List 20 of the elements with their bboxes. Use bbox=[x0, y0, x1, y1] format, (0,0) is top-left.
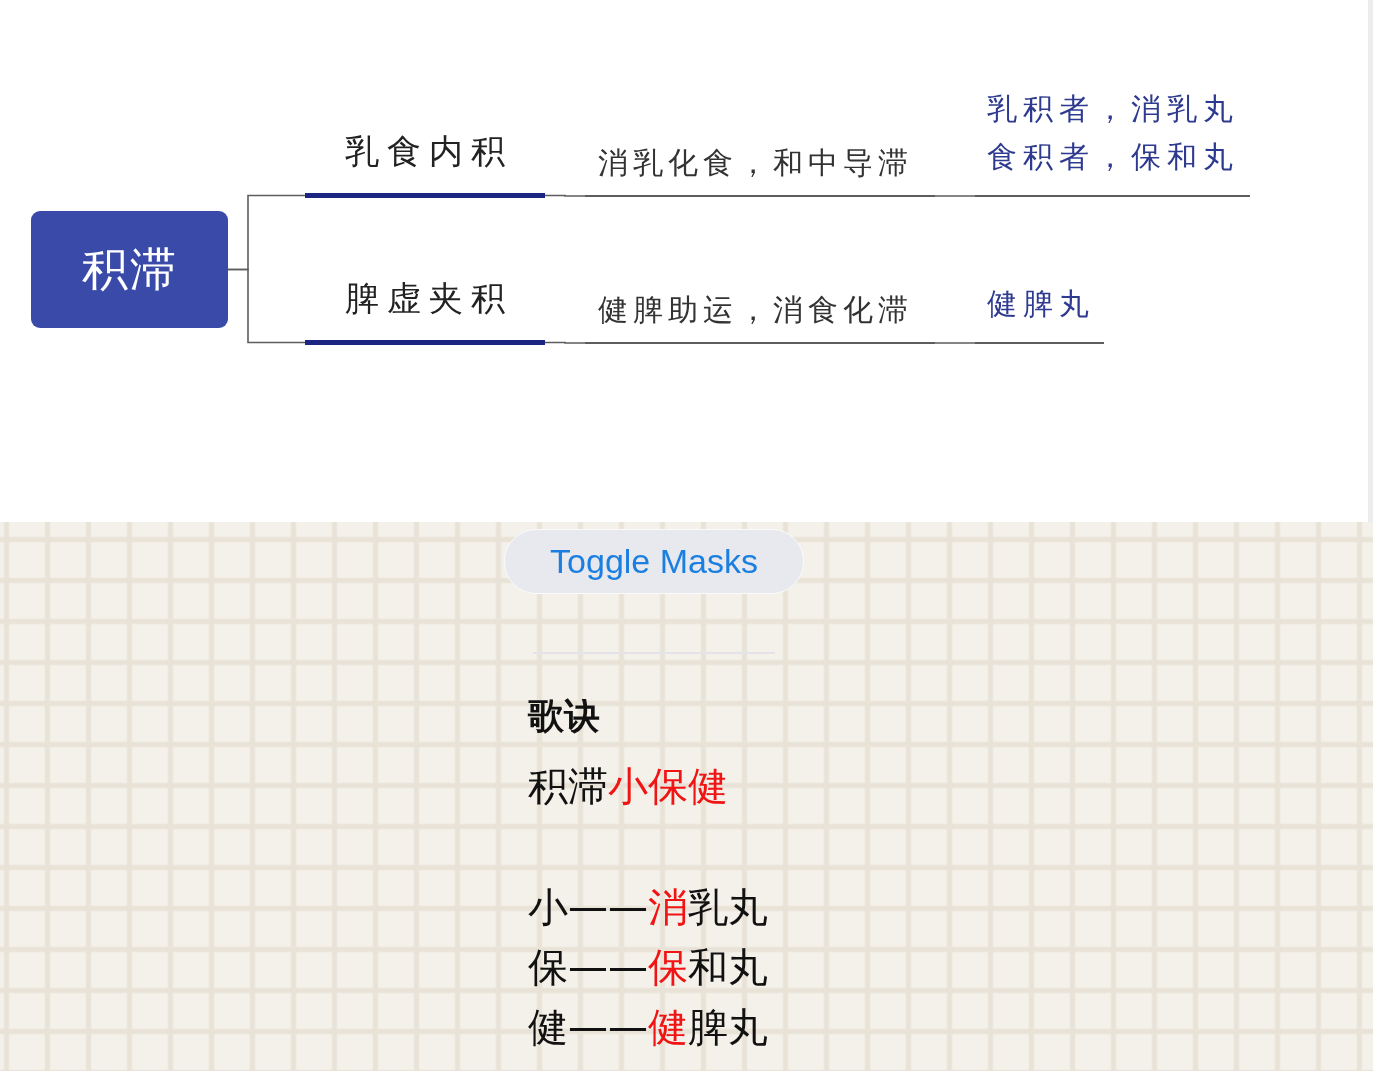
topic-text: 脾虚夹积 bbox=[345, 278, 513, 318]
connector-line bbox=[227, 268, 306, 344]
topic-text: 健脾丸 bbox=[987, 285, 1095, 323]
mnemonic-line: 保——保和丸 bbox=[528, 943, 768, 991]
topic-text: 乳食内积 bbox=[345, 131, 513, 171]
topic-text: 食积者，保和丸 bbox=[987, 138, 1239, 176]
root-topic-box bbox=[31, 211, 228, 328]
toggle-button: Toggle Masks bbox=[504, 529, 804, 594]
section-heading: 歌诀 bbox=[528, 694, 600, 738]
mnemonic-line: 积滞小保健 bbox=[528, 762, 728, 810]
connector-line bbox=[544, 341, 586, 344]
connector-line bbox=[544, 194, 586, 197]
topic-text: 积滞 bbox=[81, 244, 178, 295]
topic-text: 消乳化食，和中导滞 bbox=[598, 145, 913, 181]
topic-text: 健脾助运，消食化滞 bbox=[598, 292, 913, 328]
mnemonic-line: 健——健脾丸 bbox=[528, 1003, 768, 1051]
mnemonic-line: 小——消乳丸 bbox=[528, 883, 768, 931]
connector-line bbox=[934, 342, 976, 344]
connector-line bbox=[934, 195, 976, 197]
topic-text: 乳积者，消乳丸 bbox=[987, 90, 1239, 128]
